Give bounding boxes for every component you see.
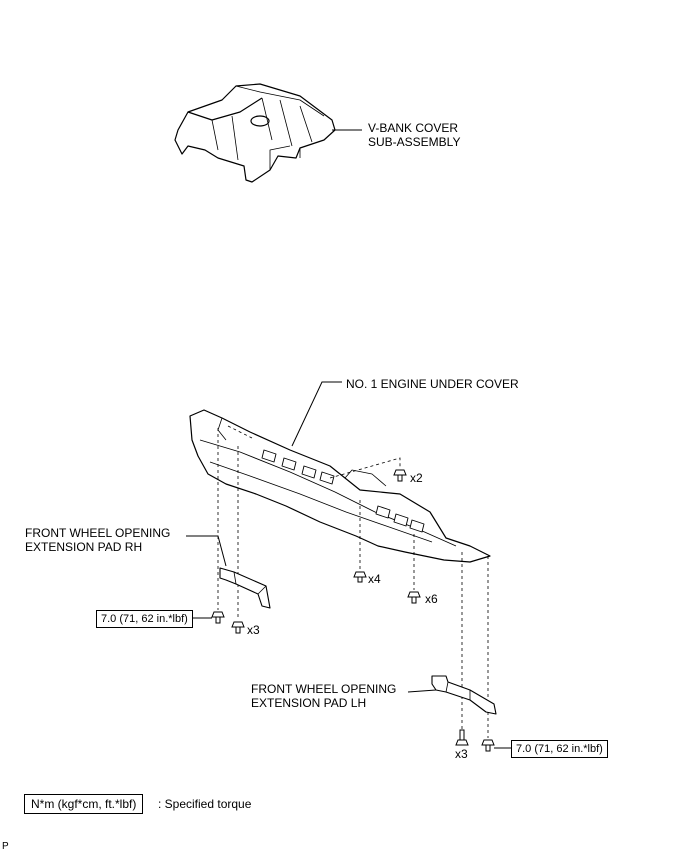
pad-lh-drawing — [431, 675, 497, 715]
engine-under-cover-label: NO. 1 ENGINE UNDER COVER — [346, 377, 519, 391]
count-x4: x4 — [368, 572, 381, 586]
count-x3-left: x3 — [247, 623, 260, 637]
v-bank-cover-label-line2: SUB-ASSEMBLY — [368, 135, 461, 149]
bolt-icons — [211, 469, 495, 752]
footer-code: P — [2, 841, 9, 852]
mounting-lines — [217, 425, 489, 738]
count-x6: x6 — [425, 592, 438, 606]
bolt-right-torque-icon — [481, 739, 495, 752]
bolt-x6-icon — [407, 591, 421, 604]
pad-lh-label-line1: FRONT WHEEL OPENING — [251, 682, 397, 696]
bolt-x3-left-icon — [231, 621, 245, 634]
undercover-leader — [291, 381, 342, 447]
torque-box-right: 7.0 (71, 62 in.*lbf) — [511, 740, 608, 758]
engine-under-cover-drawing — [189, 409, 491, 563]
count-x3-right: x3 — [455, 747, 468, 761]
count-x2: x2 — [410, 471, 423, 485]
pad-rh-label-line2: EXTENSION PAD RH — [25, 540, 143, 554]
bolt-x2-icon — [393, 469, 407, 482]
pad-rh-drawing — [219, 567, 271, 609]
legend-description: : Specified torque — [158, 797, 252, 811]
v-bank-cover-drawing — [174, 83, 336, 183]
v-bank-cover-label-line1: V-BANK COVER — [368, 121, 459, 135]
torque-box-left: 7.0 (71, 62 in.*lbf) — [96, 610, 193, 628]
pad-lh-leader — [407, 689, 437, 693]
bolt-x4-icon — [353, 571, 367, 583]
pad-rh-leader — [186, 535, 227, 567]
bolt-x3-right-icon — [455, 729, 469, 746]
pad-rh-label-line1: FRONT WHEEL OPENING — [25, 526, 171, 540]
bolt-left-torque-icon — [211, 611, 225, 624]
pad-lh-label-line2: EXTENSION PAD LH — [251, 696, 367, 710]
legend-unit-box: N*m (kgf*cm, ft.*lbf) — [24, 794, 144, 814]
